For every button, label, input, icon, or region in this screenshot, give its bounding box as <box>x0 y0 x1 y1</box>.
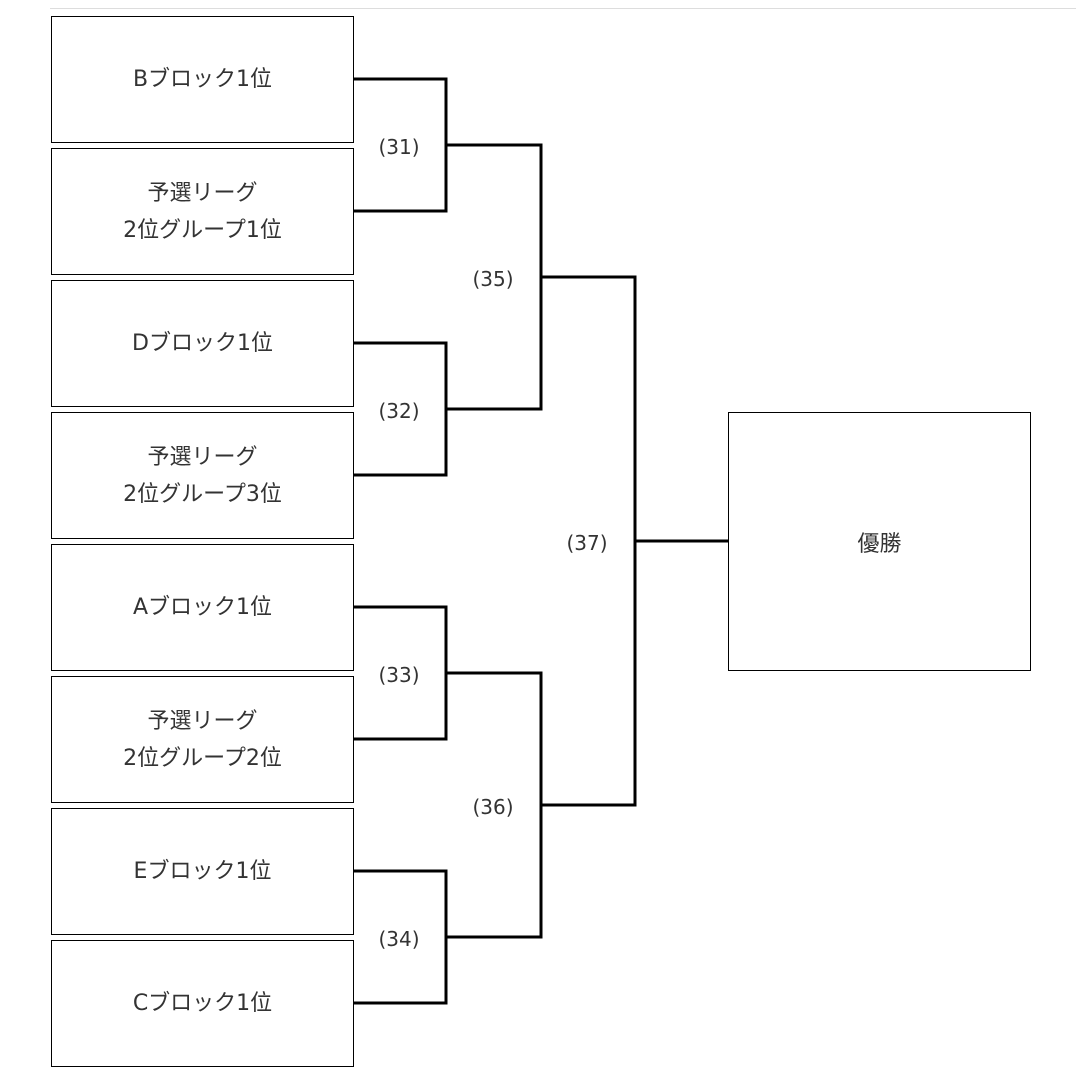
team-label: Dブロック1位 <box>132 331 273 356</box>
team-box-7: Eブロック1位 <box>51 808 354 935</box>
match-label-33: (33) <box>378 663 420 687</box>
team-box-6: 予選リーグ 2位グループ2位 <box>51 676 354 803</box>
winner-label: 優勝 <box>857 531 902 557</box>
match-label-37: (37) <box>566 531 608 555</box>
match-label-36: (36) <box>472 795 514 819</box>
team-box-3: Dブロック1位 <box>51 280 354 407</box>
team-box-8: Cブロック1位 <box>51 940 354 1067</box>
team-label: Cブロック1位 <box>132 991 273 1016</box>
team-label: 予選リーグ 2位グループ3位 <box>123 444 282 507</box>
team-label: 予選リーグ 2位グループ2位 <box>123 708 282 771</box>
team-box-1: Bブロック1位 <box>51 16 354 143</box>
winner-box: 優勝 <box>728 412 1031 671</box>
team-box-4: 予選リーグ 2位グループ3位 <box>51 412 354 539</box>
team-label: Aブロック1位 <box>132 595 273 620</box>
team-label: Bブロック1位 <box>132 67 273 92</box>
top-divider <box>50 8 1076 9</box>
match-label-35: (35) <box>472 267 514 291</box>
team-box-5: Aブロック1位 <box>51 544 354 671</box>
team-box-2: 予選リーグ 2位グループ1位 <box>51 148 354 275</box>
match-label-34: (34) <box>378 927 420 951</box>
team-label: 予選リーグ 2位グループ1位 <box>123 180 282 243</box>
match-label-32: (32) <box>378 399 420 423</box>
match-label-31: (31) <box>378 135 420 159</box>
team-label: Eブロック1位 <box>133 859 272 884</box>
